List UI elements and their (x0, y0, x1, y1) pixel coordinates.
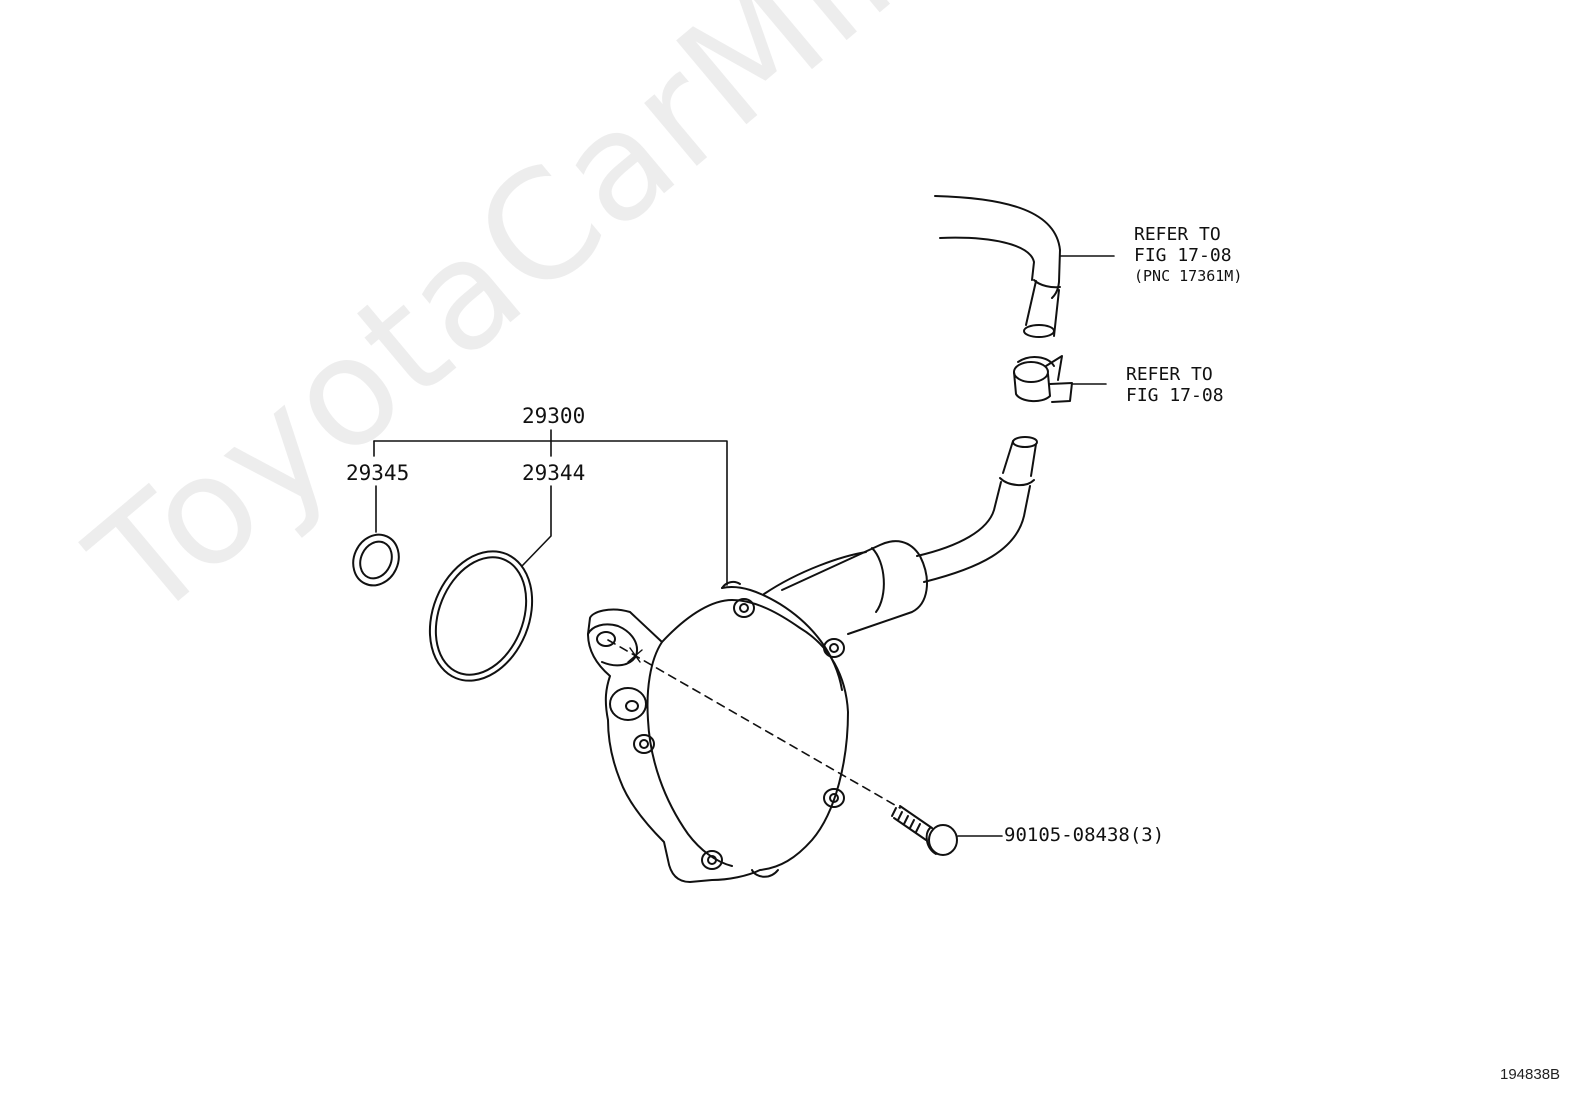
label-29344: 29344 (522, 461, 586, 485)
clamp-reference: REFER TO FIG 17-08 (1126, 364, 1224, 406)
leader-lines (373, 255, 1115, 837)
label-29345: 29345 (346, 461, 410, 485)
hose-ref-line2: FIG 17-08 (1134, 245, 1232, 266)
vacuum-pump-assembly (587, 540, 928, 883)
hose-reference: REFER TO FIG 17-08 (PNC 17361M) (1134, 224, 1242, 287)
illustration-code: 194838B (1500, 1066, 1561, 1083)
o-ring-large (428, 550, 534, 682)
hose-clamp (1013, 355, 1073, 403)
clamp-ref-line1: REFER TO (1126, 364, 1213, 385)
label-bolt: 90105-08438(3) (1004, 824, 1165, 846)
clamp-ref-line2: FIG 17-08 (1126, 385, 1224, 406)
hose-ref-line3: (PNC 17361M) (1134, 267, 1243, 285)
center-mark (627, 647, 643, 663)
mounting-axis-line (607, 639, 901, 809)
hose-ref-line1: REFER TO (1134, 224, 1221, 245)
o-ring-small (352, 533, 400, 587)
pump-outlet-pipe (916, 436, 1038, 583)
vacuum-hose (934, 195, 1061, 338)
bolt (891, 805, 958, 856)
label-29300: 29300 (522, 404, 586, 428)
